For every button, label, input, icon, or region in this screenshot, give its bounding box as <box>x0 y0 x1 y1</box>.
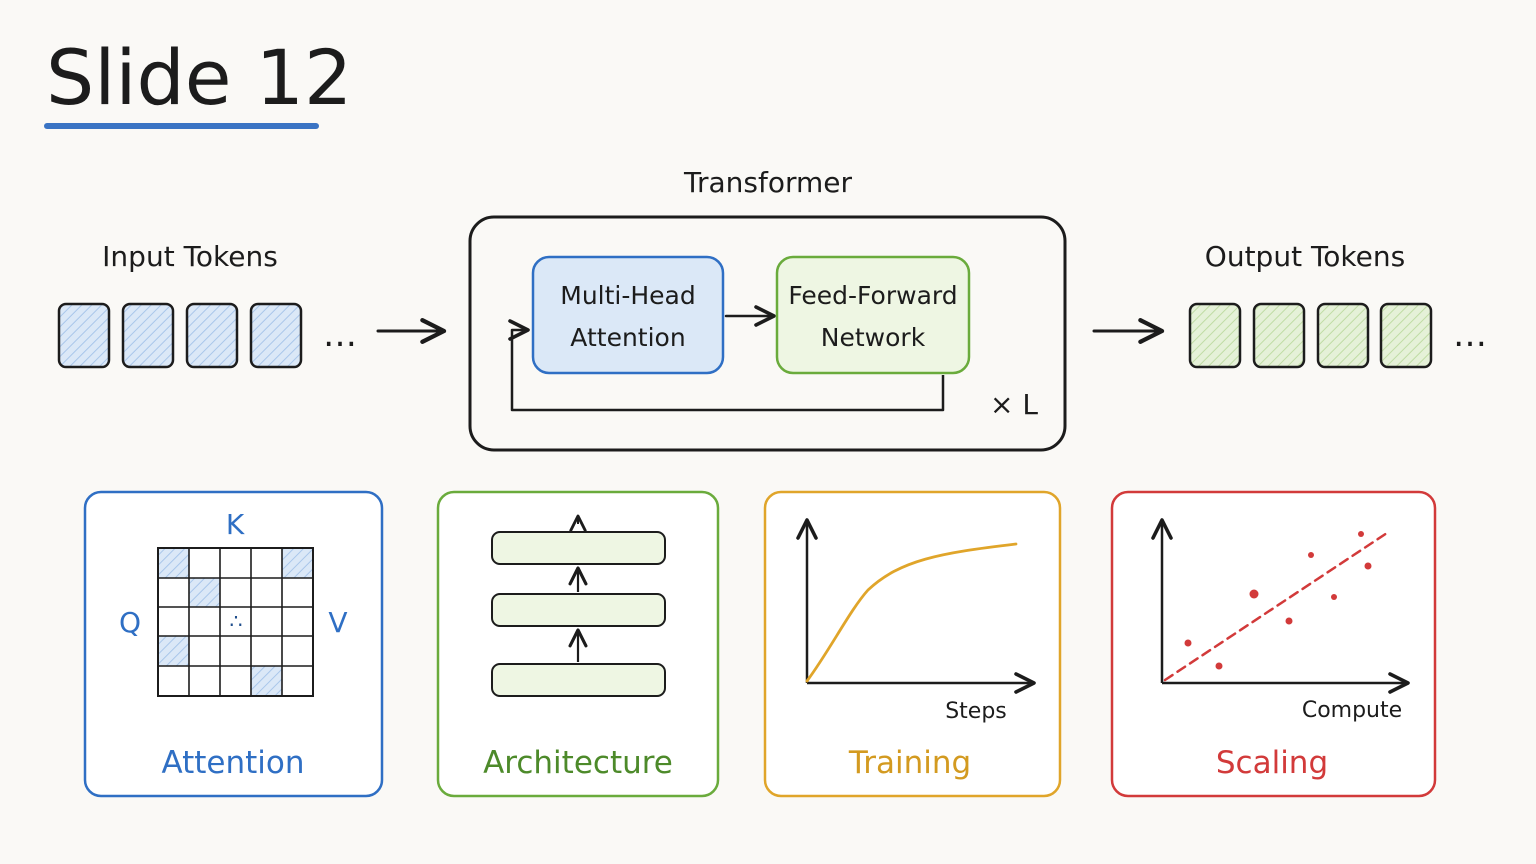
matrix-center-glyph: ∴ <box>230 609 243 633</box>
input-token <box>185 302 239 369</box>
scaling-caption: Scaling <box>1216 745 1328 781</box>
attention-block <box>531 255 725 375</box>
attention-q-label: Q <box>119 606 141 639</box>
scaling-panel: Compute Scaling <box>1110 490 1437 798</box>
transformer-label: Transformer <box>683 166 853 199</box>
output-token <box>1188 302 1242 369</box>
layer-block-bottom <box>491 663 666 697</box>
attention-block-line1: Multi-Head <box>560 281 696 310</box>
attention-k-label: K <box>226 508 245 541</box>
title-underline <box>44 123 319 129</box>
attention-matrix: ∴ <box>157 547 314 697</box>
training-panel: Steps Training <box>763 490 1062 798</box>
scaling-point <box>1331 594 1337 600</box>
ffn-block-line2: Network <box>821 323 926 352</box>
matrix-cell-shaded <box>189 578 220 607</box>
layer-block-middle <box>491 593 666 627</box>
attention-caption: Attention <box>161 745 304 781</box>
scaling-point <box>1364 562 1372 570</box>
output-token <box>1252 302 1306 369</box>
slide-title: Slide 12 <box>46 33 352 122</box>
scaling-trend-line <box>1163 529 1392 682</box>
scaling-panel-frame <box>1110 490 1437 798</box>
training-panel-frame <box>763 490 1062 798</box>
residual-loop <box>508 319 945 412</box>
scaling-point <box>1249 589 1259 599</box>
scaling-point <box>1184 639 1192 647</box>
layer-block-top <box>491 531 666 565</box>
output-token <box>1379 302 1433 369</box>
repeat-label: × L <box>990 388 1038 421</box>
attention-v-label: V <box>328 606 347 639</box>
attention-panel: K Q V ∴ Attention <box>83 490 384 798</box>
output-token-row <box>1188 302 1433 369</box>
output-ellipsis: … <box>1453 315 1487 355</box>
input-ellipsis: … <box>323 315 357 355</box>
scaling-point <box>1215 662 1223 670</box>
scaling-point <box>1358 531 1364 537</box>
scaling-x-label: Compute <box>1302 698 1402 723</box>
input-token-row <box>57 302 303 369</box>
input-tokens-label: Input Tokens <box>102 240 278 273</box>
output-tokens-label: Output Tokens <box>1205 240 1405 273</box>
training-curve <box>805 542 1018 683</box>
input-token <box>121 302 175 369</box>
transformer-box <box>468 215 1067 452</box>
ffn-block-line1: Feed-Forward <box>788 281 957 310</box>
architecture-panel: Architecture <box>436 490 720 798</box>
matrix-cell-shaded <box>282 548 313 578</box>
input-token <box>57 302 111 369</box>
output-token <box>1316 302 1370 369</box>
input-token <box>249 302 303 369</box>
training-x-label: Steps <box>945 699 1007 724</box>
matrix-cell-shaded <box>251 666 282 696</box>
matrix-border <box>157 547 314 697</box>
ffn-block <box>775 255 971 375</box>
architecture-caption: Architecture <box>483 745 673 781</box>
matrix-cell-shaded <box>158 636 189 666</box>
scaling-point <box>1308 552 1314 558</box>
attention-block-line2: Attention <box>570 323 685 352</box>
scaling-point <box>1285 617 1293 625</box>
training-caption: Training <box>848 745 971 781</box>
matrix-cell-shaded <box>158 548 189 578</box>
